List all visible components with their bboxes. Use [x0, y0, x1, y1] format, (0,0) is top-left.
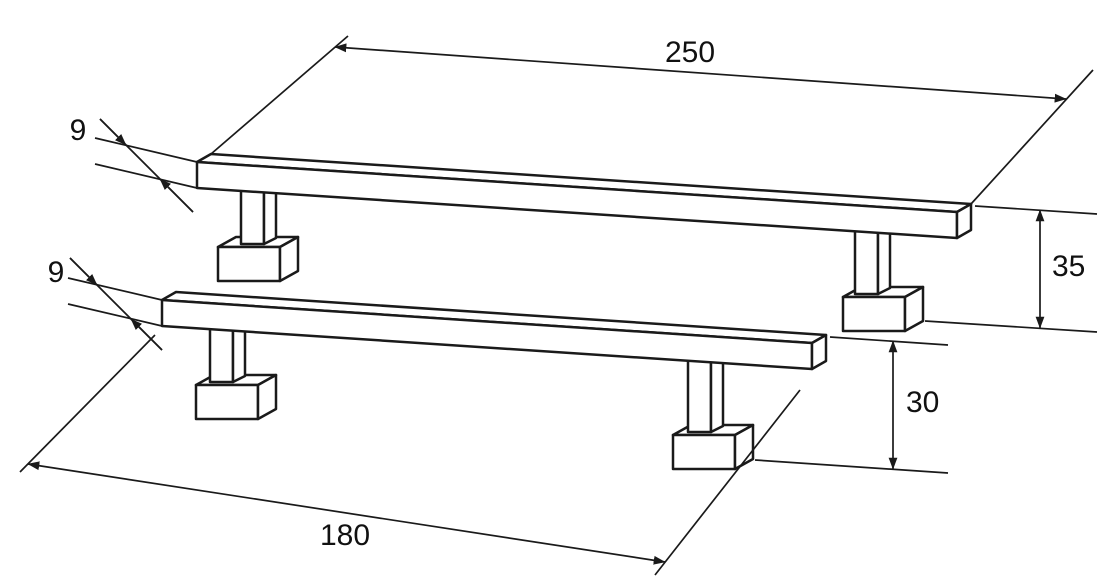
extension-line: [19, 334, 156, 473]
foot-post-front-face: [208, 324, 235, 384]
dimension-front-rail-length: 180: [19, 334, 801, 576]
extension-line: [94, 163, 198, 189]
rail-end-face: [955, 202, 973, 240]
extension-line: [924, 320, 1098, 333]
foot-base-front-face: [671, 433, 737, 471]
extension-line: [67, 303, 163, 327]
front-right-foot: [671, 349, 755, 471]
dimension-line: [334, 43, 1067, 103]
front-rail-assembly: [160, 290, 828, 471]
foot-base-right-face: [903, 285, 925, 333]
foot-post-front-face: [853, 226, 880, 296]
back-rail: [195, 152, 973, 240]
dimension-label-front-length: 180: [320, 519, 370, 552]
foot-post-front-face: [239, 184, 266, 246]
arrow-segment: [130, 318, 163, 351]
back-right-foot: [841, 219, 925, 333]
front-left-foot: [194, 317, 278, 421]
dimension-label-back-length: 250: [665, 36, 715, 69]
dimension-line: [27, 461, 666, 565]
foot-base-front-face: [216, 245, 282, 283]
arrow-segment: [99, 118, 127, 146]
extension-line: [829, 336, 949, 346]
foot-post-front-face: [686, 356, 713, 434]
extension-line: [970, 69, 1094, 205]
dimension-back-rail-thickness: 9: [70, 114, 198, 213]
dimension-front-height: 30: [754, 336, 949, 474]
extension-line: [654, 389, 801, 576]
back-rail-assembly: [195, 152, 973, 333]
arrow-segment: [159, 178, 194, 213]
foot-base-front-face: [841, 295, 907, 333]
extension-line: [67, 277, 163, 301]
arrow-segment: [69, 257, 98, 286]
foot-base-right-face: [256, 373, 278, 421]
dimension-label-front-height: 30: [906, 386, 939, 419]
dimension-label-back-thickness: 9: [70, 114, 87, 147]
dimension-label-back-height: 35: [1052, 250, 1085, 283]
extension-line: [210, 35, 349, 155]
foot-base-right-face: [733, 423, 755, 471]
extension-line: [974, 205, 1098, 215]
rail-end-face: [810, 333, 828, 371]
dimension-back-height: 35: [924, 205, 1098, 333]
dimension-label-front-thickness: 9: [48, 256, 65, 289]
dimension-back-rail-length: 250: [210, 35, 1094, 205]
extension-line: [94, 137, 198, 163]
foot-base-right-face: [278, 235, 300, 283]
foot-base-front-face: [194, 383, 260, 421]
front-rail: [160, 290, 828, 371]
dimension-front-rail-thickness: 9: [48, 256, 163, 351]
extension-line: [754, 459, 949, 474]
